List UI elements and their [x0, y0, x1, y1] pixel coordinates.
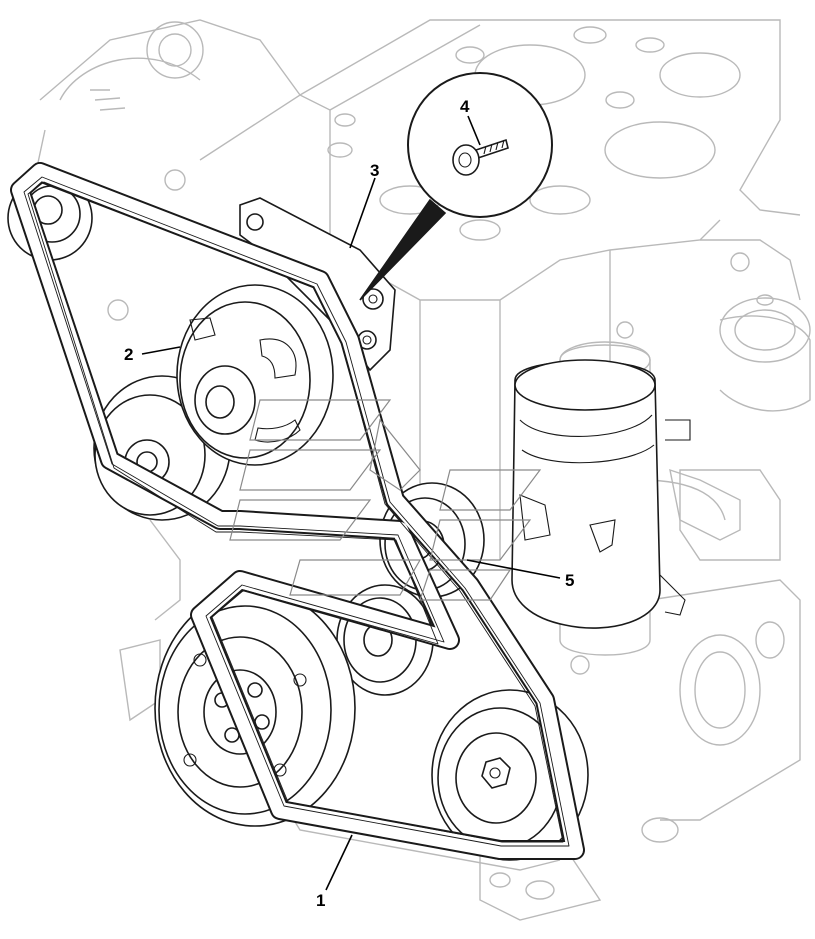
- callout-1: 1: [316, 891, 325, 910]
- callout-2: 2: [124, 345, 133, 364]
- callout-leaders: [141, 115, 561, 891]
- crankshaft-pulley: [154, 589, 356, 827]
- callout-4: 4: [460, 97, 470, 116]
- leader-2: [141, 346, 181, 355]
- callout-5: 5: [565, 571, 574, 590]
- oil-filter-housing: [511, 359, 691, 629]
- bolt-icon: [452, 138, 509, 176]
- leader-1: [325, 834, 353, 891]
- leader-5: [466, 559, 561, 579]
- callout-labels: 1 2 3 4 5: [124, 97, 574, 910]
- bolt-detail-inset: [359, 72, 553, 301]
- drive-belt: [10, 162, 585, 860]
- watermark-logo: [229, 399, 542, 601]
- leader-4: [467, 115, 481, 146]
- callout-3: 3: [370, 161, 379, 180]
- tensioner-assembly: [176, 284, 334, 466]
- leader-3: [349, 177, 376, 249]
